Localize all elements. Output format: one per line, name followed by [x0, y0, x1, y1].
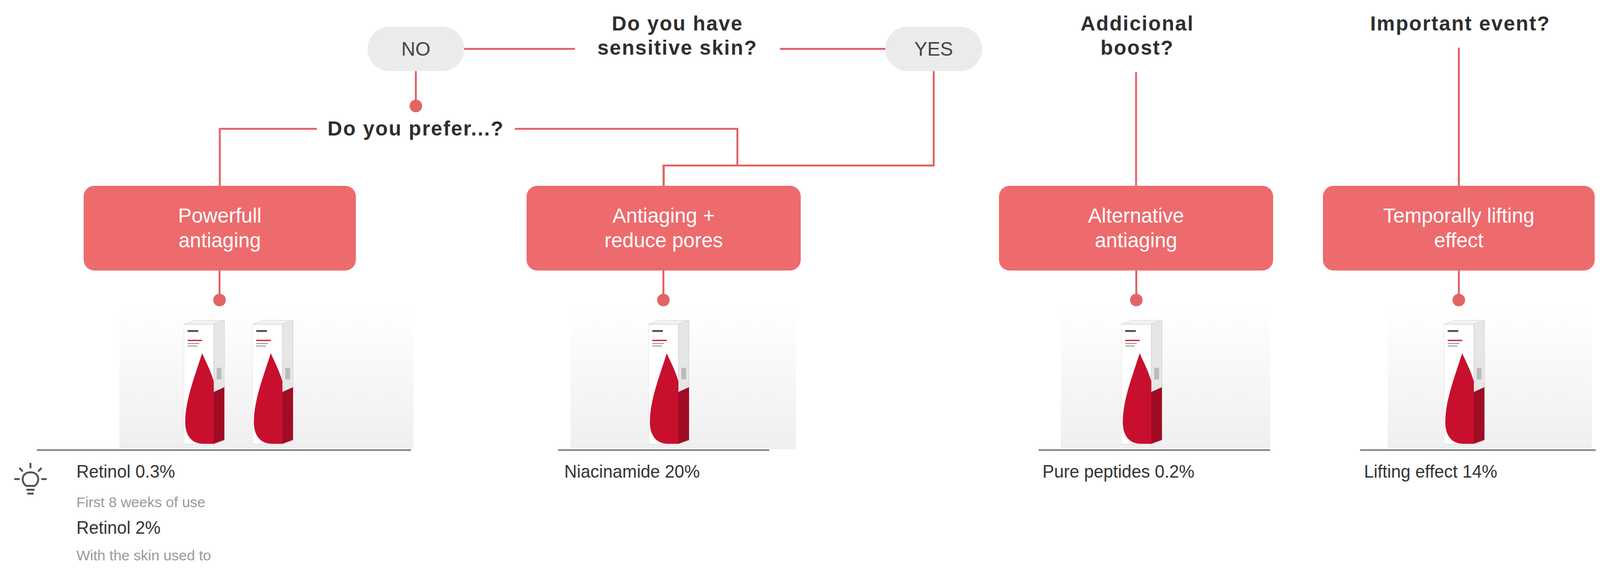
connector-line: [220, 128, 318, 186]
answer-pill: YES: [885, 26, 983, 72]
box-label: Powerfull antiaging: [140, 203, 300, 253]
question-text: Do you prefer...?: [316, 108, 515, 149]
product-backdrop: [1387, 306, 1592, 449]
product-name: Niacinamide 20%: [564, 460, 700, 482]
answer-label: NO: [401, 38, 431, 60]
box-label: Temporally lifting effect: [1379, 203, 1539, 253]
connector-line: [1135, 72, 1138, 186]
separator-lines: [36, 449, 1596, 451]
question-label: Do you prefer...?: [327, 116, 504, 141]
serum-box: [648, 320, 690, 444]
result-box: Alternative antiaging: [998, 185, 1274, 271]
usage-note: First 8 weeks of use: [76, 493, 206, 511]
result-box: Powerfull antiaging: [83, 185, 356, 271]
result-box: Antiaging + reduce pores: [526, 185, 801, 271]
leader-dots: [213, 293, 1466, 307]
question-label: Do you have sensitive skin?: [585, 11, 770, 61]
question-label: Addicional boost?: [1050, 11, 1225, 61]
connector-line: [514, 128, 738, 186]
answer-label: YES: [914, 38, 954, 60]
connector-line: [464, 47, 575, 50]
product-name: Lifting effect 14%: [1364, 460, 1498, 482]
box-label: Alternative antiaging: [1056, 203, 1217, 253]
question-text: Addicional boost?: [1039, 9, 1235, 73]
product-backdrop: [570, 306, 796, 449]
serum-box: [1443, 320, 1485, 444]
question-text: Do you have sensitive skin?: [574, 9, 780, 73]
usage-note: With the skin used to: [76, 546, 211, 564]
lightbulb-icon: [14, 463, 46, 494]
serum-box: [183, 320, 225, 444]
product-name: Retinol 0.3%: [76, 460, 176, 482]
product-backdrop: [1060, 306, 1271, 449]
product-name: Retinol 2%: [76, 516, 161, 538]
connector-line: [1457, 47, 1460, 186]
product-name: Pure peptides 0.2%: [1042, 460, 1195, 482]
leader-lines: [219, 270, 1459, 300]
connector-dot: [409, 99, 423, 113]
connector-line: [779, 47, 886, 50]
box-label: Antiaging + reduce pores: [584, 203, 744, 253]
serum-box: [1121, 320, 1162, 444]
connector-line: [663, 71, 935, 186]
question-label: Important event?: [1370, 11, 1551, 36]
product-backdrop: [119, 306, 414, 449]
question-text: Important event?: [1359, 9, 1562, 48]
result-box: Temporally lifting effect: [1322, 185, 1595, 271]
serum-box: [252, 320, 294, 444]
answer-pill: NO: [367, 26, 465, 72]
